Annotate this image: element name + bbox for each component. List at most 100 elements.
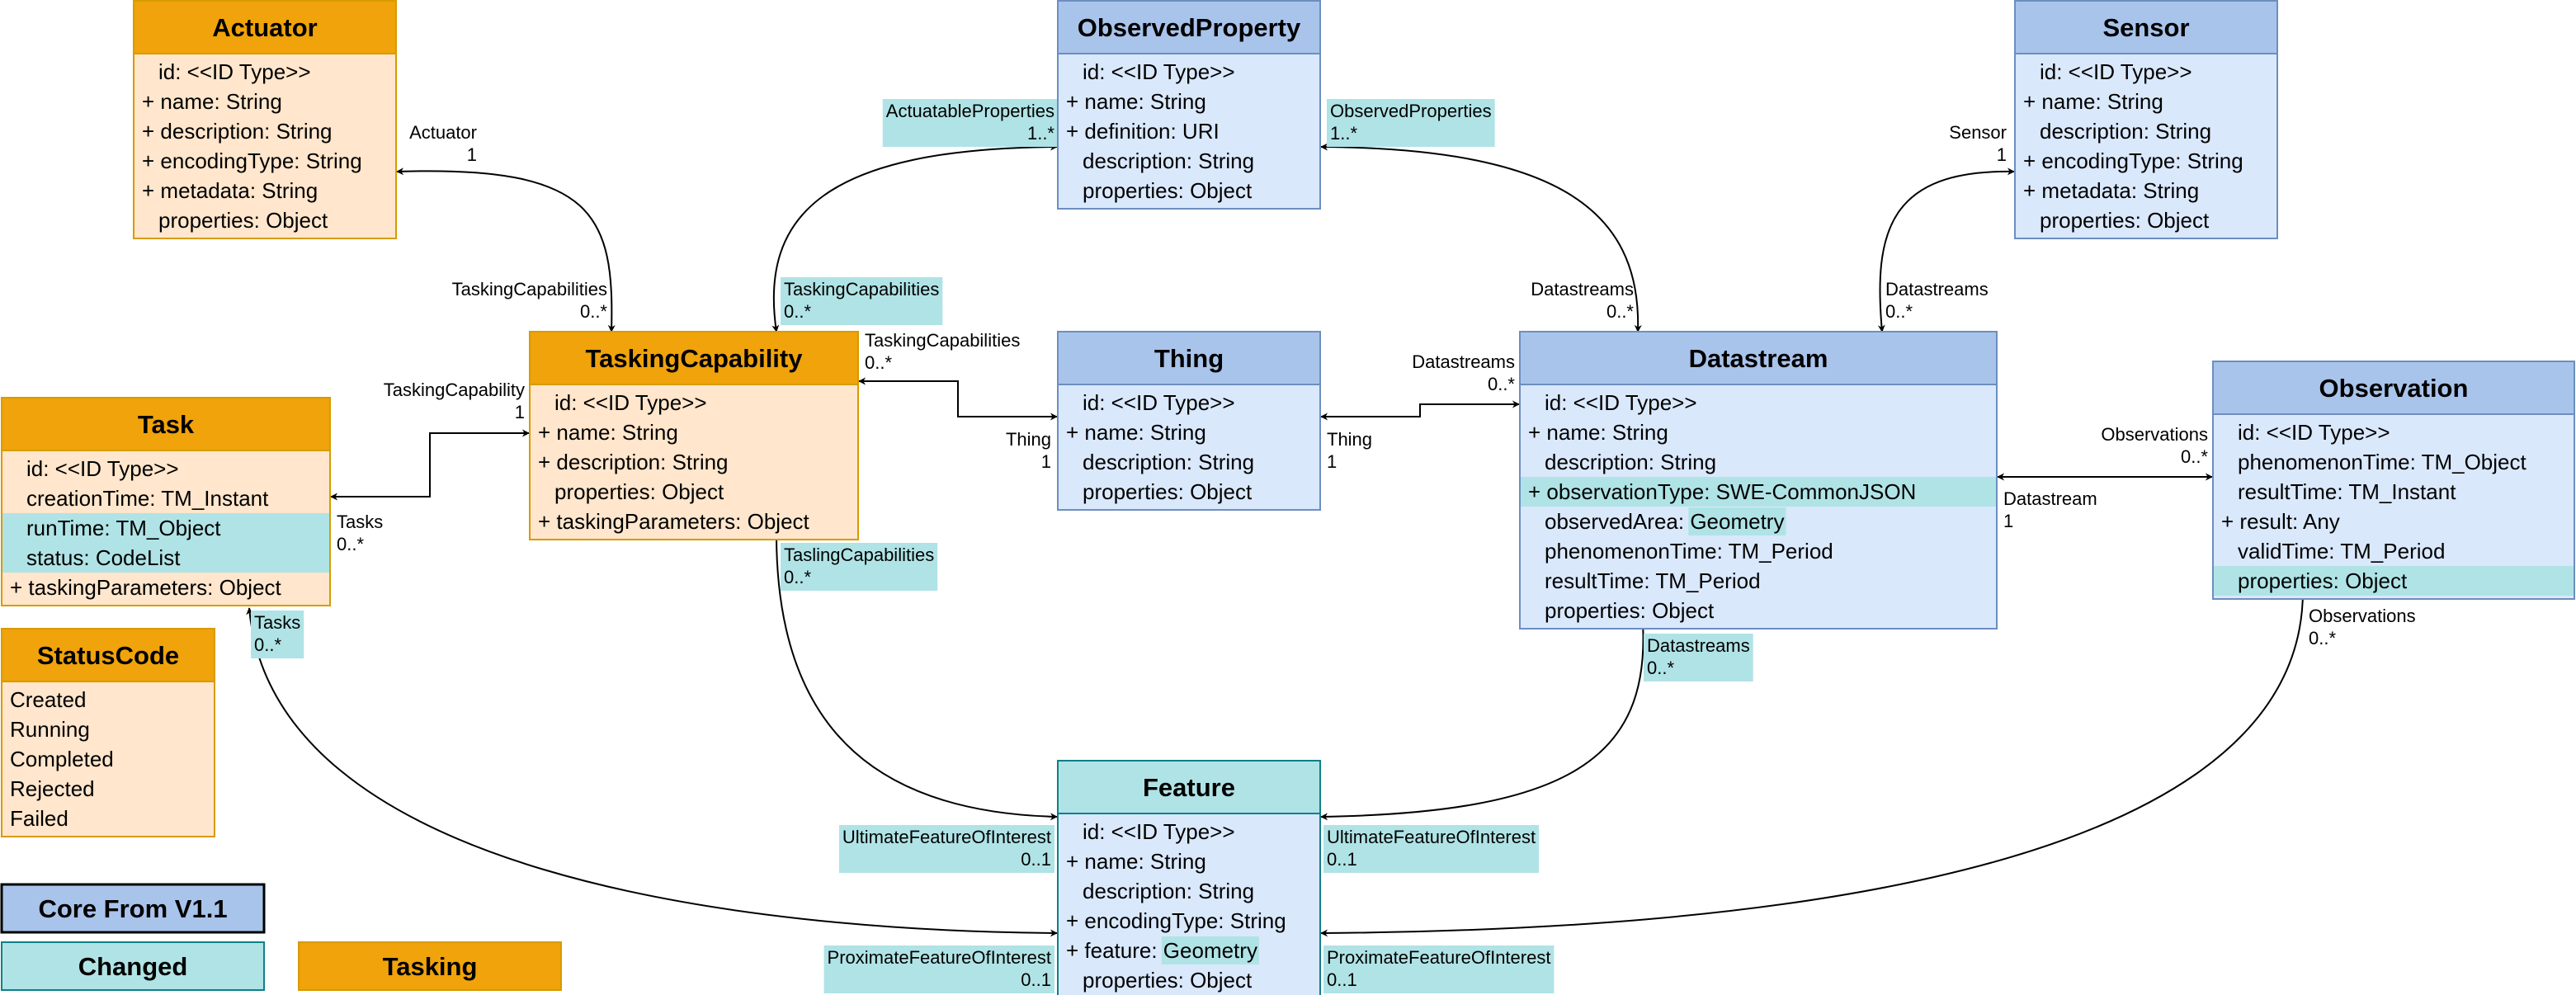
- multiplicity: 0..*: [784, 301, 811, 322]
- statuscode-body: [1, 681, 215, 837]
- taskingcapability-attribute: + description: String: [538, 450, 729, 474]
- task-changed-row-highlight: [2, 513, 329, 543]
- taskingcapability-attribute: id: <<ID Type>>: [554, 390, 707, 415]
- datastream-attribute: resultTime: TM_Period: [1545, 568, 1761, 593]
- datastream-attribute: id: <<ID Type>>: [1545, 390, 1697, 415]
- multiplicity: 0..1: [1327, 849, 1357, 870]
- multiplicity: 0..*: [2309, 628, 2336, 648]
- multiplicity: 0..*: [784, 567, 811, 587]
- actuator-attribute: id: <<ID Type>>: [158, 59, 311, 84]
- legend-core: Core From V1.1: [0, 883, 266, 934]
- feature-attribute: + name: String: [1066, 849, 1206, 874]
- observation-attribute: id: <<ID Type>>: [2238, 420, 2390, 445]
- multiplicity: 1: [1997, 144, 2007, 165]
- association-line: [771, 143, 1058, 332]
- actuator-body: [133, 53, 397, 239]
- legend-label: Core From V1.1: [38, 894, 227, 923]
- statuscode-header: [1, 628, 215, 682]
- associations: Actuator1TaskingCapabilities0..*Actuatab…: [246, 99, 2416, 993]
- task-title: Task: [138, 410, 195, 439]
- multiplicity: 1..*: [1027, 123, 1054, 144]
- statuscode-attribute: Running: [10, 717, 90, 742]
- changed-label-highlight: [251, 611, 304, 658]
- datastream-header: [1519, 331, 1998, 385]
- role-name: Thing: [1006, 429, 1051, 450]
- feature-attribute: id: <<ID Type>>: [1083, 819, 1235, 844]
- observedproperty-attribute: properties: Object: [1083, 178, 1253, 203]
- observation-attribute: phenomenonTime: TM_Object: [2238, 450, 2527, 474]
- role-name: Datastreams: [1412, 351, 1515, 372]
- statuscode-attribute: Failed: [10, 806, 68, 831]
- task-attribute: + taskingParameters: Object: [10, 575, 282, 600]
- feature-title: Feature: [1143, 773, 1235, 802]
- role-name: Observations: [2309, 606, 2416, 626]
- statuscode-class[interactable]: StatusCodeCreatedRunningCompletedRejecte…: [1, 628, 215, 837]
- multiplicity: 0..1: [1021, 849, 1051, 870]
- legend-tasking: Tasking: [298, 941, 562, 991]
- feature-attribute: + feature: Geometry: [1066, 938, 1257, 963]
- multiplicity: 0..1: [1327, 969, 1357, 990]
- feature-attribute: description: String: [1083, 879, 1254, 903]
- role-name: TaslingCapabilities: [784, 545, 934, 565]
- task-attribute: runTime: TM_Object: [26, 516, 221, 540]
- statuscode-title: StatusCode: [37, 641, 179, 670]
- multiplicity: 0..1: [1021, 969, 1051, 990]
- datastream-attribute: + name: String: [1528, 420, 1668, 445]
- observedproperty-attribute: description: String: [1083, 149, 1254, 173]
- role-name: TaskingCapabilities: [452, 279, 607, 299]
- actuator-attribute: + metadata: String: [142, 178, 318, 203]
- datastream-changed-term-highlight: [1688, 507, 1786, 535]
- actuator-attribute: properties: Object: [158, 208, 328, 233]
- multiplicity: 0..*: [254, 634, 281, 655]
- role-name: Tasks: [337, 512, 383, 532]
- feature-attribute: properties: Object: [1083, 968, 1253, 993]
- thing-body: [1057, 384, 1321, 511]
- sensor-attribute: id: <<ID Type>>: [2040, 59, 2192, 84]
- observation-attribute: resultTime: TM_Instant: [2238, 479, 2456, 504]
- changed-label-highlight: [1327, 99, 1495, 147]
- multiplicity: 0..*: [337, 534, 364, 554]
- actuator-attribute: + name: String: [142, 89, 282, 114]
- task-attribute: id: <<ID Type>>: [26, 456, 179, 481]
- taskingcapability-body: [529, 384, 859, 540]
- role-name: Tasks: [254, 612, 300, 633]
- legend-swatch: [298, 941, 562, 991]
- role-name: UltimateFeatureOfInterest: [1327, 827, 1536, 847]
- taskingcapability-attribute: + name: String: [538, 420, 678, 445]
- role-name: Sensor: [1949, 122, 2007, 143]
- datastream-attribute: properties: Object: [1545, 598, 1715, 623]
- legend-swatch: [1, 941, 265, 991]
- statuscode-attribute: Rejected: [10, 776, 95, 801]
- actuator-attribute: + encodingType: String: [142, 149, 362, 173]
- role-name: TaskingCapability: [384, 380, 525, 400]
- multiplicity: 1: [1327, 451, 1337, 472]
- association-line: [330, 429, 530, 501]
- feature-class[interactable]: Feature id: <<ID Type>> + name: String desc…: [1057, 760, 1321, 995]
- datastream-attribute: observedArea: Geometry: [1545, 509, 1784, 534]
- multiplicity: 1..*: [1330, 123, 1357, 144]
